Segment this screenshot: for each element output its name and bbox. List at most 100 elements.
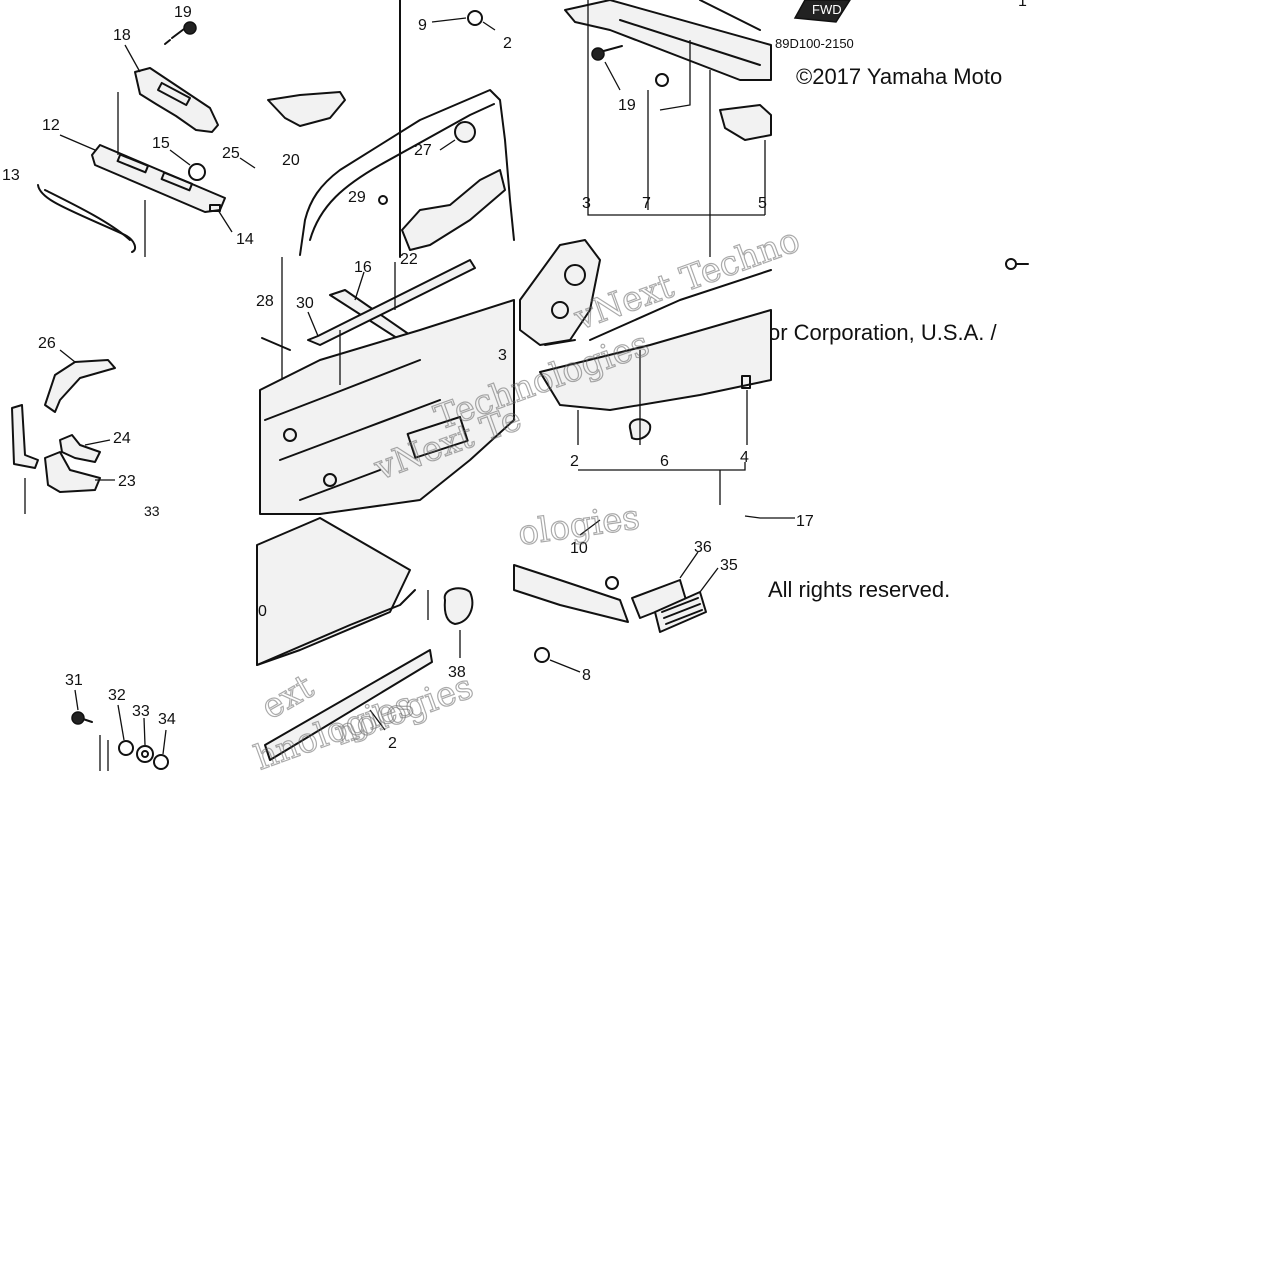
callout-13: 13 <box>2 167 20 184</box>
hinge-hole-a <box>564 264 586 286</box>
base-window <box>406 415 469 459</box>
callout-14: 14 <box>236 231 254 248</box>
part-23 <box>44 451 101 493</box>
part-4-pin <box>741 375 751 389</box>
leader-34 <box>162 729 167 755</box>
leader-8 <box>549 659 581 673</box>
part-28-pin <box>261 337 291 351</box>
callout-15: 15 <box>152 135 170 152</box>
callout-5: 5 <box>758 195 767 212</box>
part-19-head <box>183 21 197 35</box>
part-7 <box>655 73 669 87</box>
part-31-head <box>71 711 85 725</box>
part-35-hatch <box>661 597 703 625</box>
callout-1: 1 <box>1018 0 1027 10</box>
leader-36 <box>679 551 699 579</box>
callout-34: 34 <box>158 711 176 728</box>
rail-top-edge <box>589 269 772 341</box>
leader-31 <box>74 689 79 711</box>
part-8-cap <box>534 647 550 663</box>
tile-bottom-left: 31 32 33 34 <box>65 672 176 771</box>
part-2-rail <box>539 309 772 411</box>
leader-24 <box>84 439 111 446</box>
callout-17: 17 <box>796 513 814 530</box>
callout-3a: 3 <box>498 347 507 364</box>
leader-15 <box>169 149 191 166</box>
callout-0: 0 <box>258 603 267 620</box>
leader-35 <box>699 567 719 593</box>
callout-18: 18 <box>113 27 131 44</box>
leader-17 <box>744 515 795 519</box>
callout-28: 28 <box>256 293 274 310</box>
callout-33-partial: 33 <box>144 503 160 519</box>
tile-mid-right: 2 6 4 <box>519 239 772 505</box>
tile-bottom-right: 17 10 36 35 8 <box>513 513 814 684</box>
part-34-nut <box>153 754 169 770</box>
watermark-g: ologies <box>516 497 642 554</box>
copyright-line-2: or Corporation, U.S.A. / <box>768 320 998 345</box>
callout-38: 38 <box>448 664 466 681</box>
copyright-line-3: All rights reserved. <box>768 577 950 602</box>
part-12-plate <box>91 144 226 213</box>
seat-outline <box>299 89 515 256</box>
part-1-fragment <box>1005 258 1029 270</box>
leader-26 <box>59 349 76 363</box>
callout-23: 23 <box>118 473 136 490</box>
leader-down <box>99 735 109 771</box>
leader-30 <box>307 311 319 337</box>
latch-assembly <box>401 169 506 251</box>
seat-edge <box>309 103 495 241</box>
callout-25: 25 <box>222 145 240 162</box>
reference-code: 89D100-2150 <box>775 36 854 51</box>
callout-10: 10 <box>570 540 588 557</box>
frame-rail <box>564 0 772 81</box>
tile-top-middle: 9 2 27 29 <box>299 0 515 258</box>
callout-27: 27 <box>414 142 432 159</box>
part-36-nut <box>605 576 619 590</box>
battery-box <box>256 517 411 666</box>
callout-19: 19 <box>174 4 192 21</box>
callout-31: 31 <box>65 672 83 689</box>
callout-6: 6 <box>660 453 669 470</box>
callout-2b: 2 <box>570 453 579 470</box>
leader-12 <box>59 134 96 151</box>
leader-32 <box>117 704 125 741</box>
copyright-line-1: ©2017 Yamaha Moto <box>796 64 1002 89</box>
part-26-handle <box>44 359 116 413</box>
part-L-bracket <box>11 404 39 469</box>
callout-36: 36 <box>694 539 712 556</box>
callout-16: 16 <box>354 259 372 276</box>
bracket-2-6-4 <box>578 462 746 505</box>
leader-16 <box>354 262 396 310</box>
part-5-bracket <box>719 104 772 141</box>
tile-center: 16 22 28 30 3 <box>256 251 515 515</box>
part-27-grommet <box>454 121 476 143</box>
part-18-slot <box>156 81 192 107</box>
part-12-hole-b <box>160 171 194 192</box>
part-30-bar <box>307 259 476 346</box>
leader-25 <box>239 157 256 169</box>
callout-19b: 19 <box>618 97 636 114</box>
callout-33b: 33 <box>132 703 150 720</box>
hinge-pin <box>544 339 576 346</box>
callout-22: 22 <box>400 251 418 268</box>
callout-24: 24 <box>113 430 131 447</box>
part-13-rod <box>37 184 137 253</box>
part-24 <box>59 434 101 463</box>
part-2-strip <box>264 649 433 761</box>
tray-plate <box>513 564 629 623</box>
bolt-center-a <box>283 428 297 442</box>
leader-19b <box>604 61 621 91</box>
fwd-badge: FWD <box>793 0 851 23</box>
leader-10 <box>579 519 601 536</box>
callout-20: 20 <box>282 152 300 169</box>
fwd-badge-text: FWD <box>812 2 842 17</box>
callout-2-top: 2 <box>503 35 512 52</box>
callout-7: 7 <box>642 195 651 212</box>
leader-14 <box>217 209 233 233</box>
callout-32: 32 <box>108 687 126 704</box>
callout-29: 29 <box>348 189 366 206</box>
bracket-3-7-5 <box>587 0 766 257</box>
part-12-hole-a <box>116 153 150 174</box>
